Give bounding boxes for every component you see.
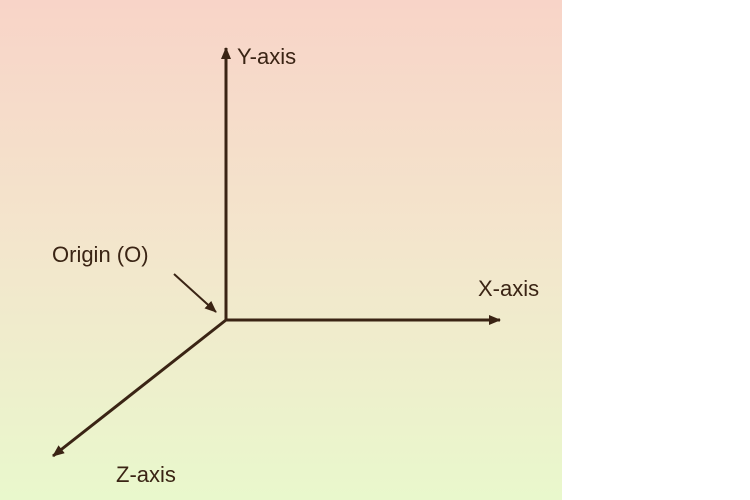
axes-diagram: Y-axis X-axis Z-axis Origin (O) <box>0 0 562 500</box>
z-axis-line <box>52 318 227 458</box>
x-axis-label: X-axis <box>478 276 539 301</box>
z-axis-label: Z-axis <box>116 462 176 487</box>
origin-label: Origin (O) <box>52 242 149 267</box>
background <box>0 0 562 500</box>
origin-pointer-arrow <box>173 273 217 313</box>
gradient-panel: Y-axis X-axis Z-axis Origin (O) <box>0 0 562 500</box>
y-axis-label: Y-axis <box>237 44 296 69</box>
